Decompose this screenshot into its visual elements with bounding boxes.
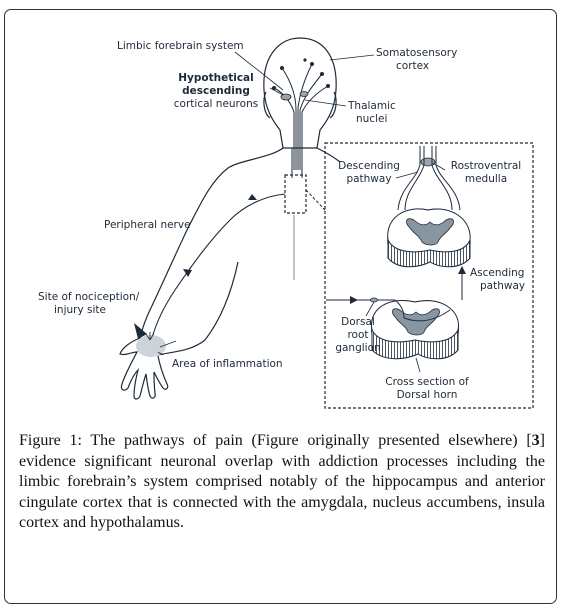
figure-frame (4, 9, 557, 604)
inflammation-label: Area of inflammation (172, 358, 283, 370)
lower-cross-section (371, 300, 459, 360)
nerve-arrow-mid (183, 269, 192, 277)
peripheral-nerve-path (151, 193, 286, 339)
body-arm-outline (119, 147, 341, 400)
peripheral-nerve-label: Peripheral nerve (104, 219, 191, 231)
human-head (263, 37, 337, 149)
leader-lines (157, 51, 375, 356)
medulla-leader (432, 162, 446, 171)
caption-lead-text: Figure 1: The pathways of pain (Figure o… (19, 432, 532, 449)
nociception-site-label: Site of nociception/ injury site (38, 291, 140, 316)
neuron-endings (272, 58, 330, 90)
rostroventral-medulla-label: Rostroventral medulla (450, 160, 522, 185)
nerve-arrow-up (248, 194, 257, 200)
limbic-forebrain-label: Limbic forebrain system (117, 40, 244, 52)
ascending-pathway-label: Ascending pathway (470, 267, 526, 292)
spinal-cord (291, 148, 303, 280)
limbic-structures (280, 91, 309, 101)
dorsal-input-arrow (350, 296, 358, 304)
upper-cross-section (387, 208, 471, 268)
dorsal-root-input (326, 299, 405, 319)
dorsal-root-ganglion (370, 297, 378, 303)
caption-reference[interactable]: 3 (531, 432, 540, 449)
cross-section-leader (415, 357, 421, 373)
ganglion-leader (365, 301, 375, 317)
cortical-neuron-fibers (273, 63, 329, 170)
zoom-connector-line (305, 189, 326, 211)
somatosensory-cortex-label: Somatosensory cortex (376, 47, 458, 72)
dorsal-root-ganglion-label: Dorsal root ganglion (335, 316, 381, 354)
caption-tail-text: ] evidence significant neuronal overlap … (19, 432, 545, 531)
thalamic-nuclei-label: Thalamic nuclei (348, 100, 396, 125)
cross-section-label: Cross section of Dorsal horn (385, 376, 469, 401)
figure-caption: Figure 1: The pathways of pain (Figure o… (19, 431, 545, 534)
hypothetical-neurons-label: Hypothetical descending cortical neurons (173, 72, 259, 110)
injury-nerve-endings (145, 332, 155, 341)
descending-leader (395, 171, 419, 179)
rostroventral-medulla (420, 157, 436, 167)
inflammation-area (136, 335, 166, 357)
inset-box (324, 142, 534, 409)
ascending-arrow-head (458, 266, 466, 274)
spinal-section-box (284, 174, 307, 214)
pain-pathways-illustration (119, 37, 534, 409)
nociception-pointer-arrow (134, 323, 147, 339)
descending-pathway-label: Descending pathway (338, 160, 400, 185)
